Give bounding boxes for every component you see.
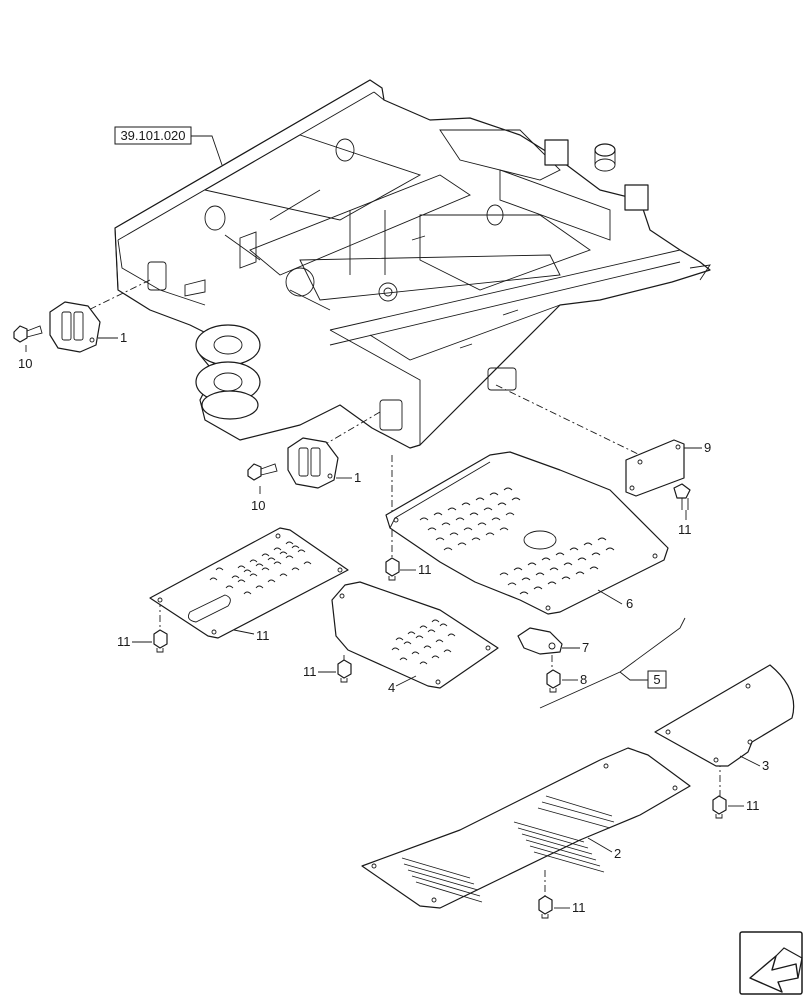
part-9-plate[interactable] [625,439,685,497]
callout-11-plate-6: 11 [418,562,432,577]
part-4-plate[interactable] [331,581,499,689]
group-box[interactable]: 5 [619,670,667,689]
part-3-plate[interactable] [654,664,795,767]
leader-lines [25,337,761,909]
group-bracket [539,617,686,709]
callout-1-upper: 1 [120,330,127,345]
callout-11-plate-2: 11 [572,900,586,915]
upper-frame [114,79,711,449]
callout-11-plate-4: 11 [303,664,317,679]
part-11-bolt-plate-12[interactable] [153,629,168,653]
callout-9: 9 [704,440,711,455]
reference-box-label: 39.101.020 [120,128,185,143]
reference-box[interactable]: 39.101.020 [114,126,223,166]
callout-6: 6 [626,596,633,611]
part-10-bolt-center[interactable] [247,463,278,481]
part-1-plug-center[interactable] [287,437,339,489]
callout-1-lower: 1 [354,470,361,485]
part-2-plate[interactable] [361,747,691,909]
part-1-plug-left[interactable] [49,301,101,353]
part-11-bolt-plate-9[interactable] [673,483,691,510]
callout-3: 3 [762,758,769,773]
callout-12: 11 [256,628,270,643]
callout-2: 2 [614,846,621,861]
part-12-plate[interactable] [149,527,349,639]
callout-11-plate-9: 11 [678,522,692,537]
callout-10-center: 10 [251,498,265,513]
callout-8: 8 [580,672,587,687]
part-6-floor-plate[interactable] [385,451,669,615]
callout-10-left: 10 [18,356,32,371]
part-11-bolt-plate-4[interactable] [337,659,352,683]
callout-11-plate-12: 11 [117,634,131,649]
part-10-bolt-left[interactable] [13,325,43,343]
part-7-cover[interactable] [517,627,563,655]
view-direction-arrow-icon[interactable] [739,931,803,995]
part-2-louvers-right [513,795,615,873]
part-2-louvers-left [401,857,483,903]
part-11-bolt-plate-3[interactable] [712,795,727,819]
part-12-vent-pattern [209,541,312,595]
part-4-vent-pattern [391,619,456,665]
part-11-bolt-plate-6[interactable] [385,557,400,581]
part-8-bolt[interactable] [546,669,561,693]
group-box-label: 5 [653,672,660,687]
callout-labels: 1 1 2 3 4 6 7 8 9 10 10 11 11 11 11 11 1… [18,330,769,915]
callout-4: 4 [388,680,395,695]
callout-11-plate-3: 11 [746,798,760,813]
part-11-bolt-plate-2[interactable] [538,895,553,919]
callout-7: 7 [582,640,589,655]
part-6-vent-pattern [419,487,615,595]
